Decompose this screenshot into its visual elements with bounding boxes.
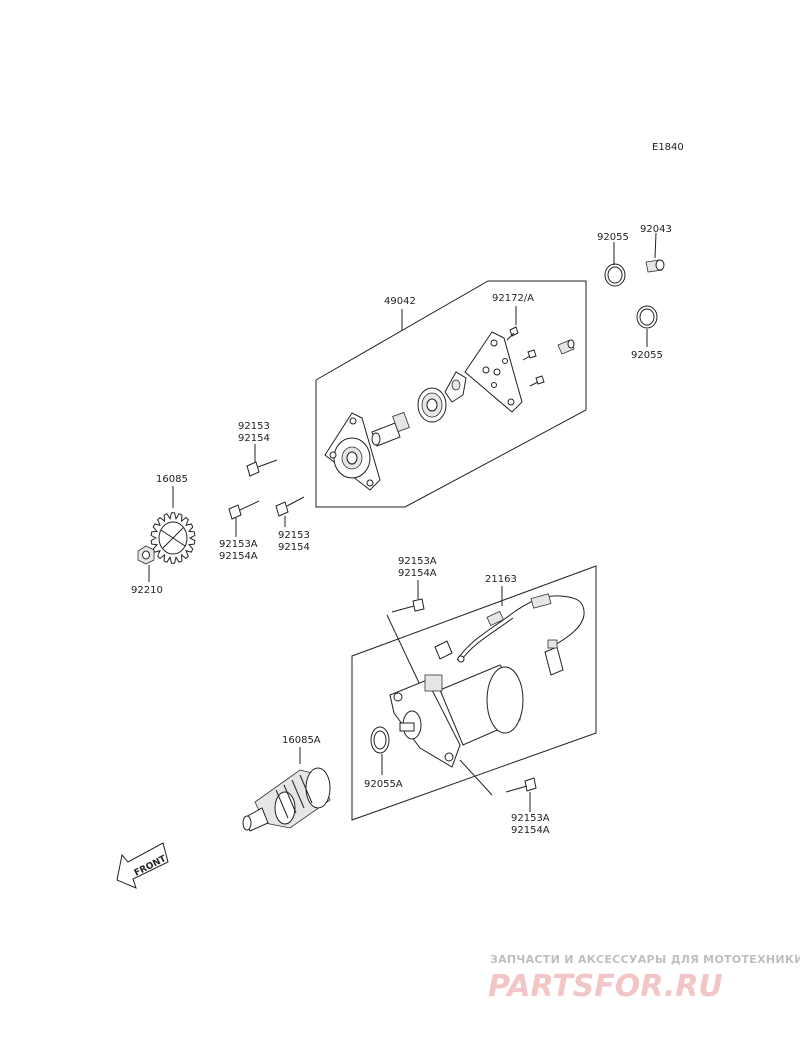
label-92210: 92210 — [131, 585, 163, 596]
part-wiring-harness — [434, 593, 585, 676]
part-pump-cover — [464, 331, 523, 413]
label-92055A: 92055A — [364, 779, 403, 790]
label-92154A-c: 92154A — [511, 825, 550, 836]
label-92154A-b: 92154A — [398, 568, 437, 579]
label-92043: 92043 — [640, 224, 672, 235]
part-92153-bolt-a — [246, 459, 278, 477]
part-pump-rotor — [417, 371, 467, 423]
label-92153A-b: 92153A — [398, 556, 437, 567]
part-16085A-starter-clutch — [242, 767, 331, 832]
part-16085-sprocket — [150, 512, 196, 564]
front-arrow-icon: FRONT — [116, 842, 169, 889]
label-92153A-a: 92153A — [219, 539, 258, 550]
watermark-logo: PARTSFOR.RU — [488, 969, 723, 1004]
part-starter-motor — [389, 664, 524, 768]
part-92043-bushing — [645, 259, 665, 273]
label-16085: 16085 — [156, 474, 188, 485]
part-92172-screw — [506, 326, 575, 387]
part-92055A-oring — [370, 726, 390, 754]
label-92055-top: 92055 — [597, 232, 629, 243]
part-92153-bolt-b — [275, 496, 305, 517]
label-16085A: 16085A — [282, 735, 321, 746]
label-92154A-a: 92154A — [219, 551, 258, 562]
label-92153A-c: 92153A — [511, 813, 550, 824]
part-92153A-bolt-a — [228, 500, 260, 520]
part-pump-housing — [324, 412, 381, 491]
label-49042: 49042 — [384, 296, 416, 307]
watermark-tagline: ЗАПЧАСТИ И АКСЕССУАРЫ ДЛЯ МОТОТЕХНИКИ — [490, 953, 800, 966]
label-92154-a: 92154 — [238, 433, 270, 444]
diagram-code: E1840 — [652, 142, 684, 153]
part-92153A-bolt-c — [505, 777, 537, 793]
label-92055-bottom: 92055 — [631, 350, 663, 361]
assembly-21163-frame — [351, 565, 597, 821]
sprocket-spoke — [162, 527, 184, 549]
part-92210-nut — [137, 545, 155, 565]
part-92055-ring-bottom — [636, 305, 658, 329]
label-21163: 21163 — [485, 574, 517, 585]
label-92153-a: 92153 — [238, 421, 270, 432]
label-92172: 92172/A — [492, 293, 534, 304]
label-92153-b: 92153 — [278, 530, 310, 541]
part-92153A-bolt-b — [391, 598, 425, 613]
label-92154-b: 92154 — [278, 542, 310, 553]
assembly-49042-frame — [315, 280, 587, 508]
part-92055-ring-top — [604, 263, 626, 287]
part-pump-shaft — [371, 411, 410, 447]
